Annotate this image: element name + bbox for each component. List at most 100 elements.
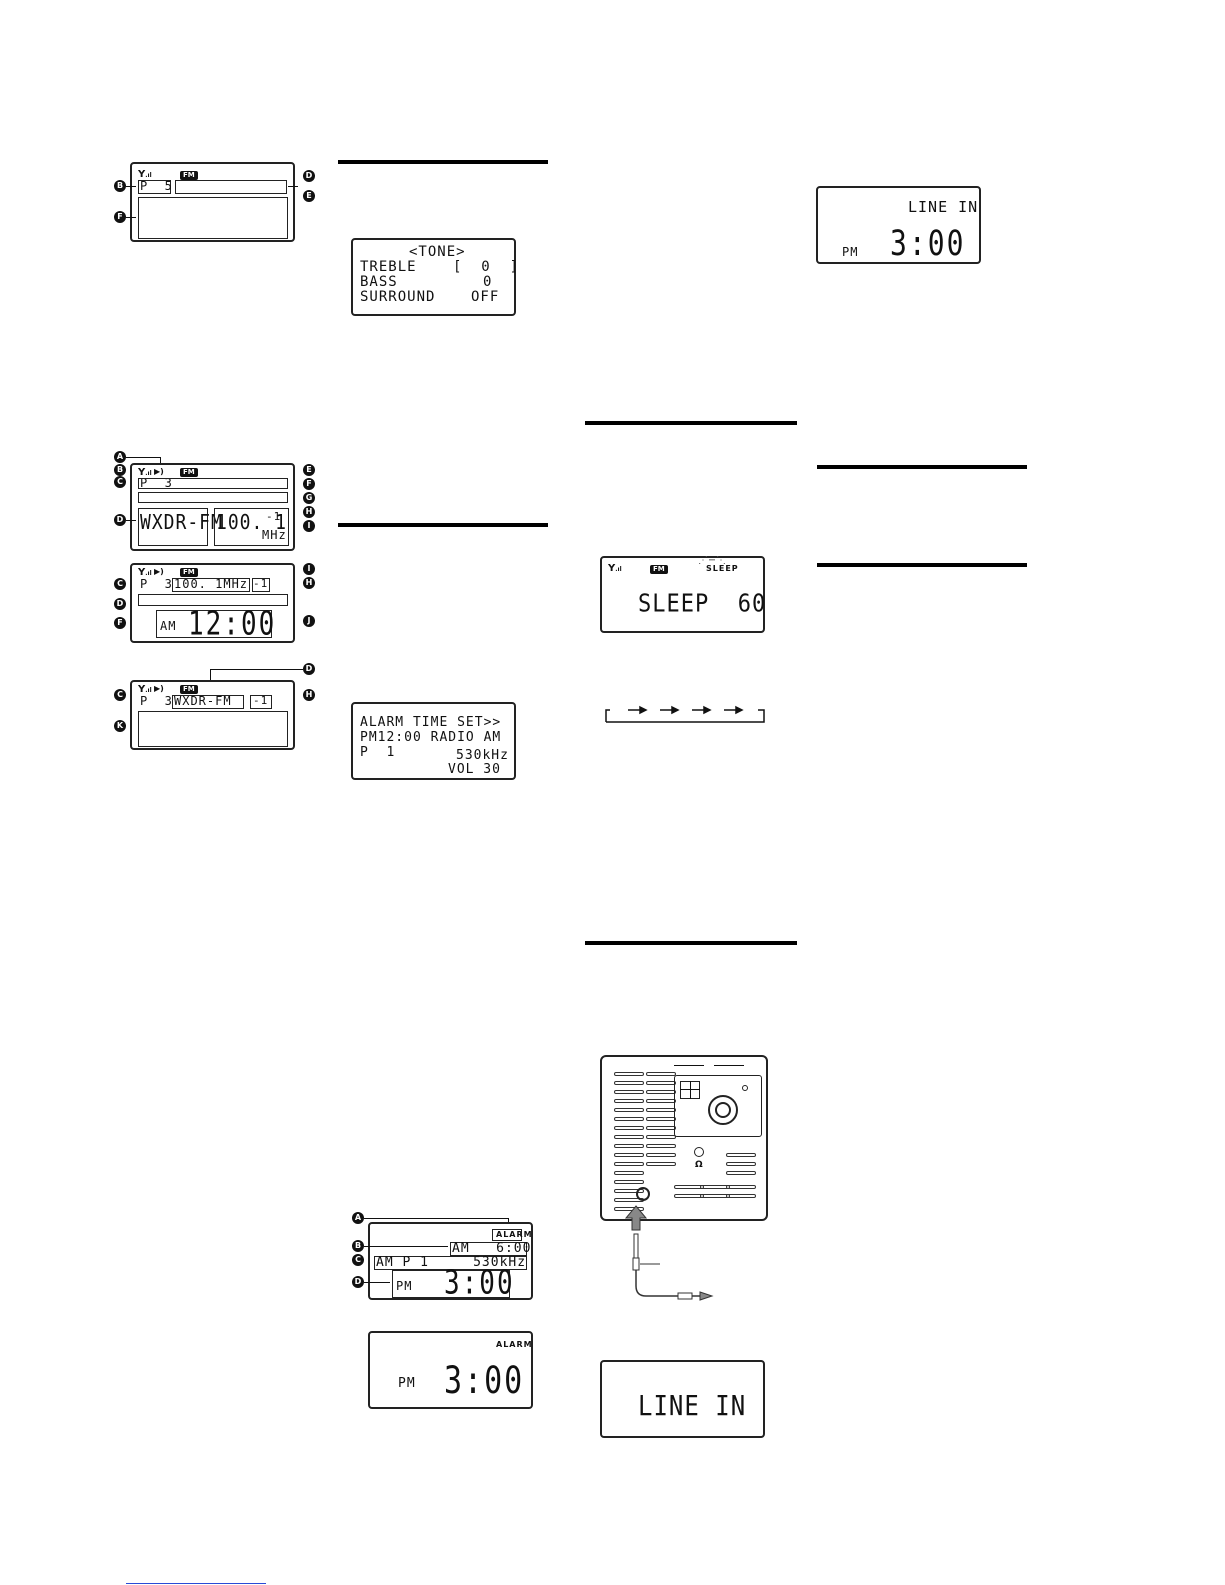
frequency: 100. 1MHz [174,577,249,591]
frequency-box [172,578,250,592]
vent-slot [726,1194,756,1198]
vent-slot [726,1162,756,1166]
display-figure-2: Y.ıl ▶) FM P 3 WXDR-FM 100. 1 -1 MHz [130,463,295,551]
section-rule [817,563,1027,567]
vent-slot [674,1194,704,1198]
vent-slot [614,1126,644,1130]
fm-indicator: FM [180,468,198,477]
text-area-box [138,197,288,239]
alarm-set-line-2: PM12:00 RADIO AM [360,730,502,745]
section-rule [585,941,797,945]
vent-slot [646,1144,676,1148]
vent-slot [646,1090,676,1094]
callout-i: I [303,520,315,532]
section-rule [817,465,1027,469]
preset-slot: -1 [253,577,269,590]
callout-h: H [303,577,315,589]
vent-slot [646,1153,676,1157]
leader-line [126,520,136,521]
preset-number: P 3 [140,476,173,490]
panel-top-line [674,1065,704,1066]
speaker-icon: ▶) [154,684,164,693]
callout-k: K [114,720,126,732]
antenna-signal-icon: Y.ıl [138,567,152,578]
treble-value: [ 0 ] [453,259,520,275]
antenna-signal-icon: Y.ıl [138,169,152,180]
panel-top-line [714,1065,744,1066]
vent-slot [614,1207,644,1211]
callout-c: C [114,476,126,488]
callout-d: D [303,663,315,675]
callout-d: D [303,170,315,182]
station-name-box [175,180,287,194]
display-figure-3: Y.ıl ▶) FM P 3 100. 1MHz -1 AM 12:00 [130,563,295,643]
frequency-unit: MHz [262,528,287,542]
alarm-indicator: ALARM [496,1340,533,1349]
text-line-2 [138,492,288,503]
sleep-display: Y.ıl FM SLEEP ⋰⋯⋱ SLEEP 60 [600,556,765,633]
frequency-box [214,508,289,546]
vent-slot [726,1153,756,1157]
antenna-signal-icon: Y.ıl [608,563,622,574]
alarm-time: AM 6:00 [452,1241,532,1256]
callout-j: J [303,615,315,627]
vent-slot [614,1117,644,1121]
antenna-signal-icon: Y.ıl [138,467,152,478]
callout-d: D [114,598,126,610]
clock-time: 12:00 [188,605,277,643]
am-pm-indicator: PM [396,1279,413,1293]
antenna-terminal-panel [674,1075,762,1137]
section-rule [338,160,548,164]
text-line [138,594,288,606]
coaxial-connector-inner [715,1102,731,1118]
rear-panel: Ω [600,1055,768,1221]
speaker-icon: ▶) [154,567,164,576]
alarm-set-line-4: 530kHz [456,748,509,763]
clock-time: 3:00 [444,1359,525,1403]
callout-b: B [114,180,126,192]
headphones-icon: Ω [695,1160,704,1170]
callout-f: F [114,211,126,223]
vent-slot [614,1171,644,1175]
vent-slot [674,1185,704,1189]
bass-label: BASS [360,274,398,290]
alarm-time-box [450,1242,527,1256]
vent-slot [646,1126,676,1130]
station-name: WXDR-FM [140,510,223,535]
footer-link[interactable] [126,1582,266,1584]
surround-label: SURROUND [360,289,436,305]
vent-slot [614,1162,644,1166]
alarm-set-line-5: VOL 30 [448,762,501,777]
callout-c: C [352,1254,364,1266]
bass-value: 0 [483,274,493,290]
line-in-jack [636,1187,650,1201]
vent-slot [646,1162,676,1166]
callout-i: I [303,563,315,575]
alarm-display: ALARM AM 6:00 AM P 1 530kHz PM 3:00 [368,1222,533,1300]
alarm-time-set-display: ALARM TIME SET>> PM12:00 RADIO AM P 1 53… [351,702,516,780]
callout-f: F [114,617,126,629]
preset-slot-box [252,578,270,592]
leader-line [364,1282,390,1283]
line-in-cable [624,1205,714,1301]
preset-slot-box [250,695,272,709]
clock-box [156,610,272,638]
speaker-icon: ▶) [154,467,164,476]
leader-line [126,217,136,218]
vent-slot [614,1072,644,1076]
alarm-indicator-box [492,1229,522,1241]
vent-slot [614,1099,644,1103]
line-in-text: LINE IN [908,198,979,216]
surround-value: OFF [471,289,500,305]
fm-indicator: FM [180,171,198,180]
preset-number: P 3 [140,577,173,591]
vent-slot [614,1081,644,1085]
leader-line [288,186,298,187]
am-pm-indicator: PM [842,245,859,259]
leader-line [364,1218,508,1219]
text-area-box [138,711,288,747]
line-in-clock-display: LINE IN PM 3:00 [816,186,981,264]
clock-box [392,1270,510,1298]
alarm-indicator: ALARM [496,1230,533,1239]
am-pm-indicator: PM [398,1376,416,1391]
